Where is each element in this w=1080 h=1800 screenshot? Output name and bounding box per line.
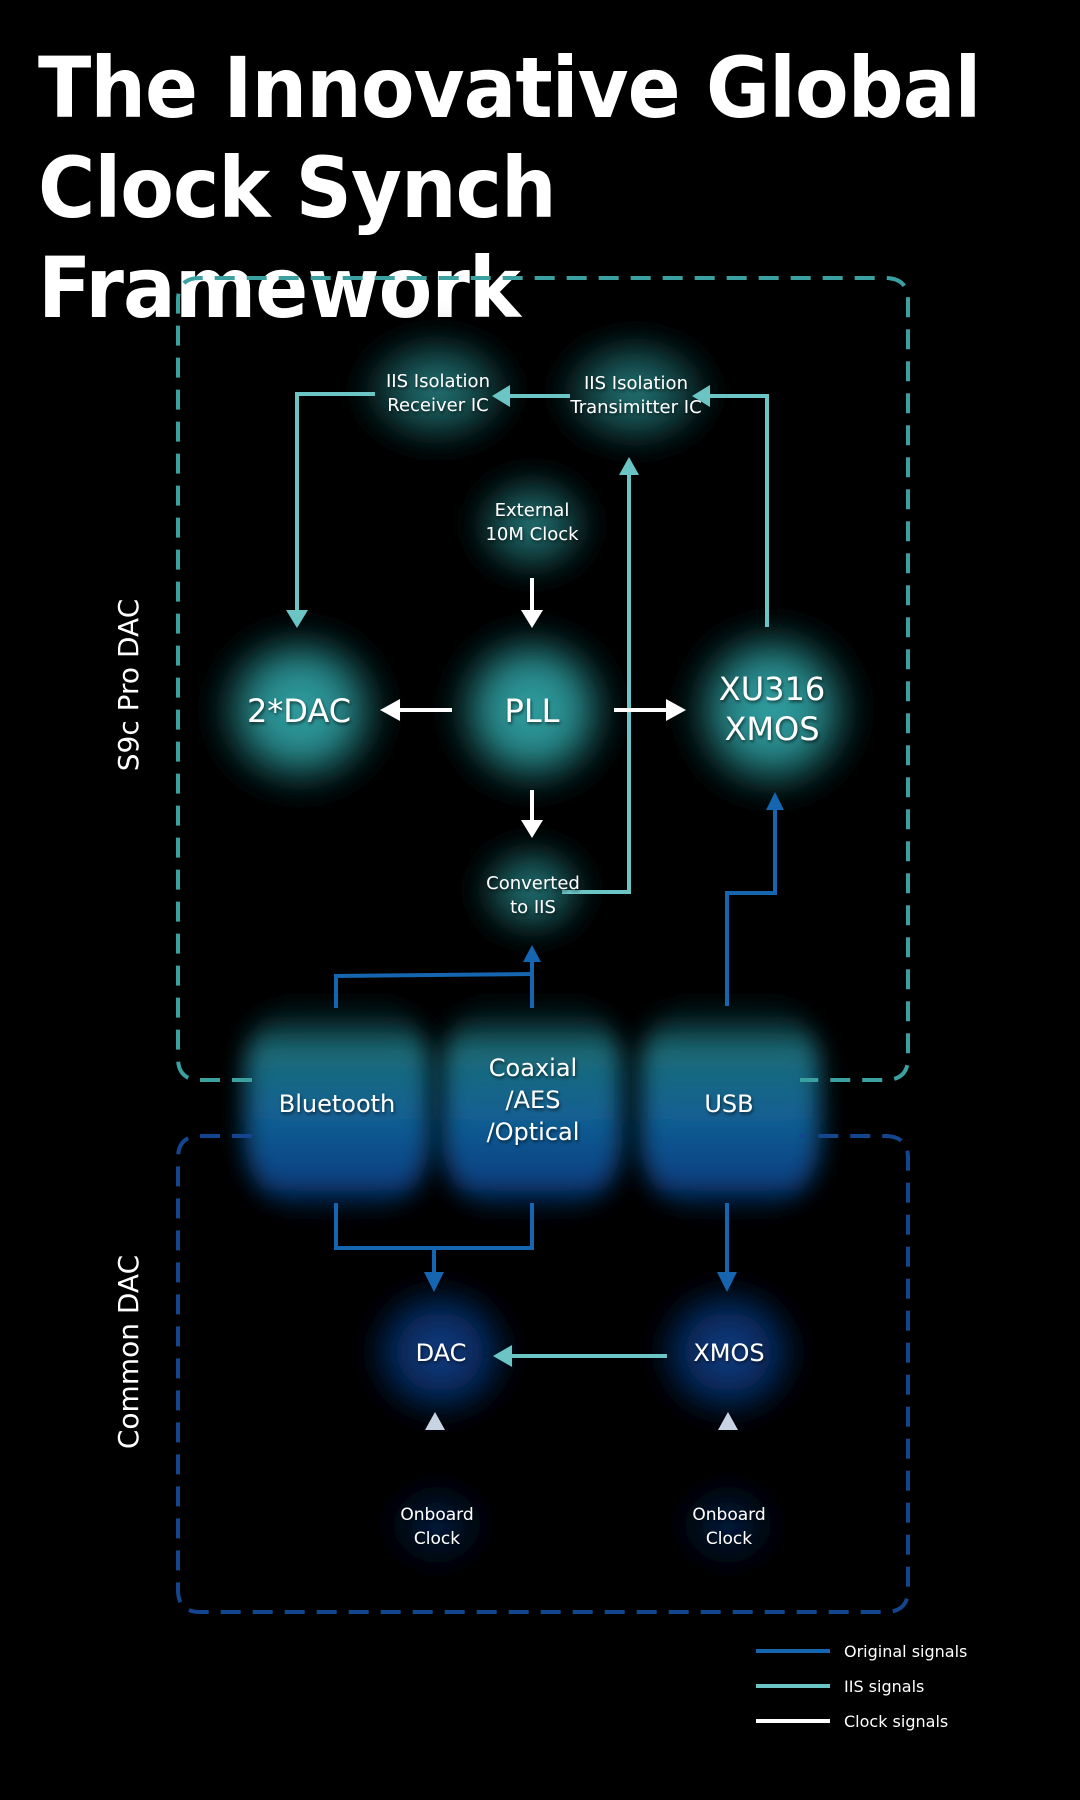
glow-onboard-1 (367, 1465, 507, 1585)
group-label-common: Common DAC (112, 1255, 145, 1449)
common-group-border (176, 1134, 910, 1614)
node-converted-line1: Converted (486, 873, 580, 894)
glow-onboard-2 (658, 1465, 798, 1585)
arrowhead-dac-left (493, 1345, 512, 1367)
node-coaxial-line3: /Optical (487, 1118, 580, 1146)
node-converted-line2: to IIS (510, 897, 556, 918)
arrowhead-2dac-clock (380, 699, 400, 721)
node-external-clock-line2: 10M Clock (485, 524, 579, 545)
onboard-clock-lines (433, 1428, 730, 1486)
iis-line-xu316-to-transmitter (708, 394, 769, 627)
title-line-1: The Innovative Global (38, 39, 981, 137)
clock-arrowheads (380, 610, 686, 838)
node-iis-transmitter-line1: IIS Isolation (584, 373, 688, 394)
node-dac: DAC (416, 1339, 467, 1367)
arrowhead-converted-up (523, 945, 541, 962)
glow-external-clock (457, 460, 607, 590)
glow-iis-receiver (342, 320, 532, 460)
s9c-group-border (176, 276, 910, 1082)
glow-2dac (200, 615, 400, 805)
arrowhead-pll (521, 610, 543, 628)
node-onboard-1-line2: Clock (414, 1529, 460, 1549)
arrowhead-receiver (492, 385, 510, 407)
node-external-clock-line1: External (495, 500, 570, 521)
glow-xmos (643, 1272, 813, 1432)
node-onboard-2-line1: Onboard (692, 1505, 765, 1525)
original-arrowheads (424, 792, 784, 1292)
clock-signal-lines (398, 578, 668, 822)
glow-layer (200, 320, 872, 1585)
iis-line-receiver-to-2dac (295, 392, 375, 612)
node-iis-receiver-line1: IIS Isolation (386, 371, 490, 392)
glow-pll (437, 615, 627, 805)
orig-line-usb-to-xu316 (725, 810, 777, 1006)
node-iis-receiver-line2: Receiver IC (387, 395, 488, 416)
arrowhead-dac-down (424, 1272, 444, 1292)
glow-xu316 (672, 610, 872, 810)
original-signal-lines (334, 810, 777, 1274)
node-xu316-line1: XU316 (719, 670, 825, 708)
glow-usb (640, 990, 820, 1220)
arrowhead-xu316-clock (666, 699, 686, 721)
glow-bluetooth (245, 990, 430, 1220)
arrowhead-transmitter (692, 385, 710, 407)
arrowhead-xmos-down (717, 1272, 737, 1292)
orig-line-bluetooth (334, 972, 533, 1008)
glow-converted (462, 830, 602, 950)
node-2dac: 2*DAC (247, 692, 351, 730)
legend-label-original: Original signals (844, 1642, 967, 1661)
onboard-arrowheads (425, 1412, 738, 1430)
group-label-s9c: S9c Pro DAC (112, 599, 145, 771)
iis-line-converted-to-transmitter (562, 475, 631, 894)
glow-coaxial (442, 990, 622, 1220)
node-onboard-1-line1: Onboard (400, 1505, 473, 1525)
arrowhead-dac-clock (425, 1412, 445, 1430)
page-title: The Innovative Global Clock Synch Framew… (38, 38, 1007, 338)
node-labels: IIS Isolation Receiver IC IIS Isolation … (247, 371, 825, 1549)
arrowhead-converted (521, 820, 543, 838)
node-bluetooth: Bluetooth (279, 1090, 396, 1118)
node-coaxial-line2: /AES (506, 1086, 561, 1114)
node-usb: USB (704, 1090, 753, 1118)
legend-label-clock: Clock signals (844, 1712, 948, 1731)
node-onboard-2-line2: Clock (706, 1529, 752, 1549)
arrowhead-2dac (286, 610, 308, 628)
arrowhead-xmos-clock (718, 1412, 738, 1430)
arrowhead-transmitter-up (619, 457, 639, 475)
iis-signal-lines (295, 392, 769, 1358)
legend-label-iis: IIS signals (844, 1677, 924, 1696)
glow-iis-transmitter (540, 322, 730, 462)
node-iis-transmitter-line2: Transimitter IC (569, 397, 701, 418)
glow-dac (355, 1272, 525, 1432)
legend: Original signals IIS signals Clock signa… (756, 1642, 967, 1731)
node-pll: PLL (505, 692, 560, 730)
node-coaxial-line1: Coaxial (489, 1054, 577, 1082)
node-xu316-line2: XMOS (724, 710, 819, 748)
arrowhead-xu316-up (766, 792, 784, 810)
iis-arrowheads (286, 385, 710, 1367)
node-xmos: XMOS (693, 1339, 764, 1367)
